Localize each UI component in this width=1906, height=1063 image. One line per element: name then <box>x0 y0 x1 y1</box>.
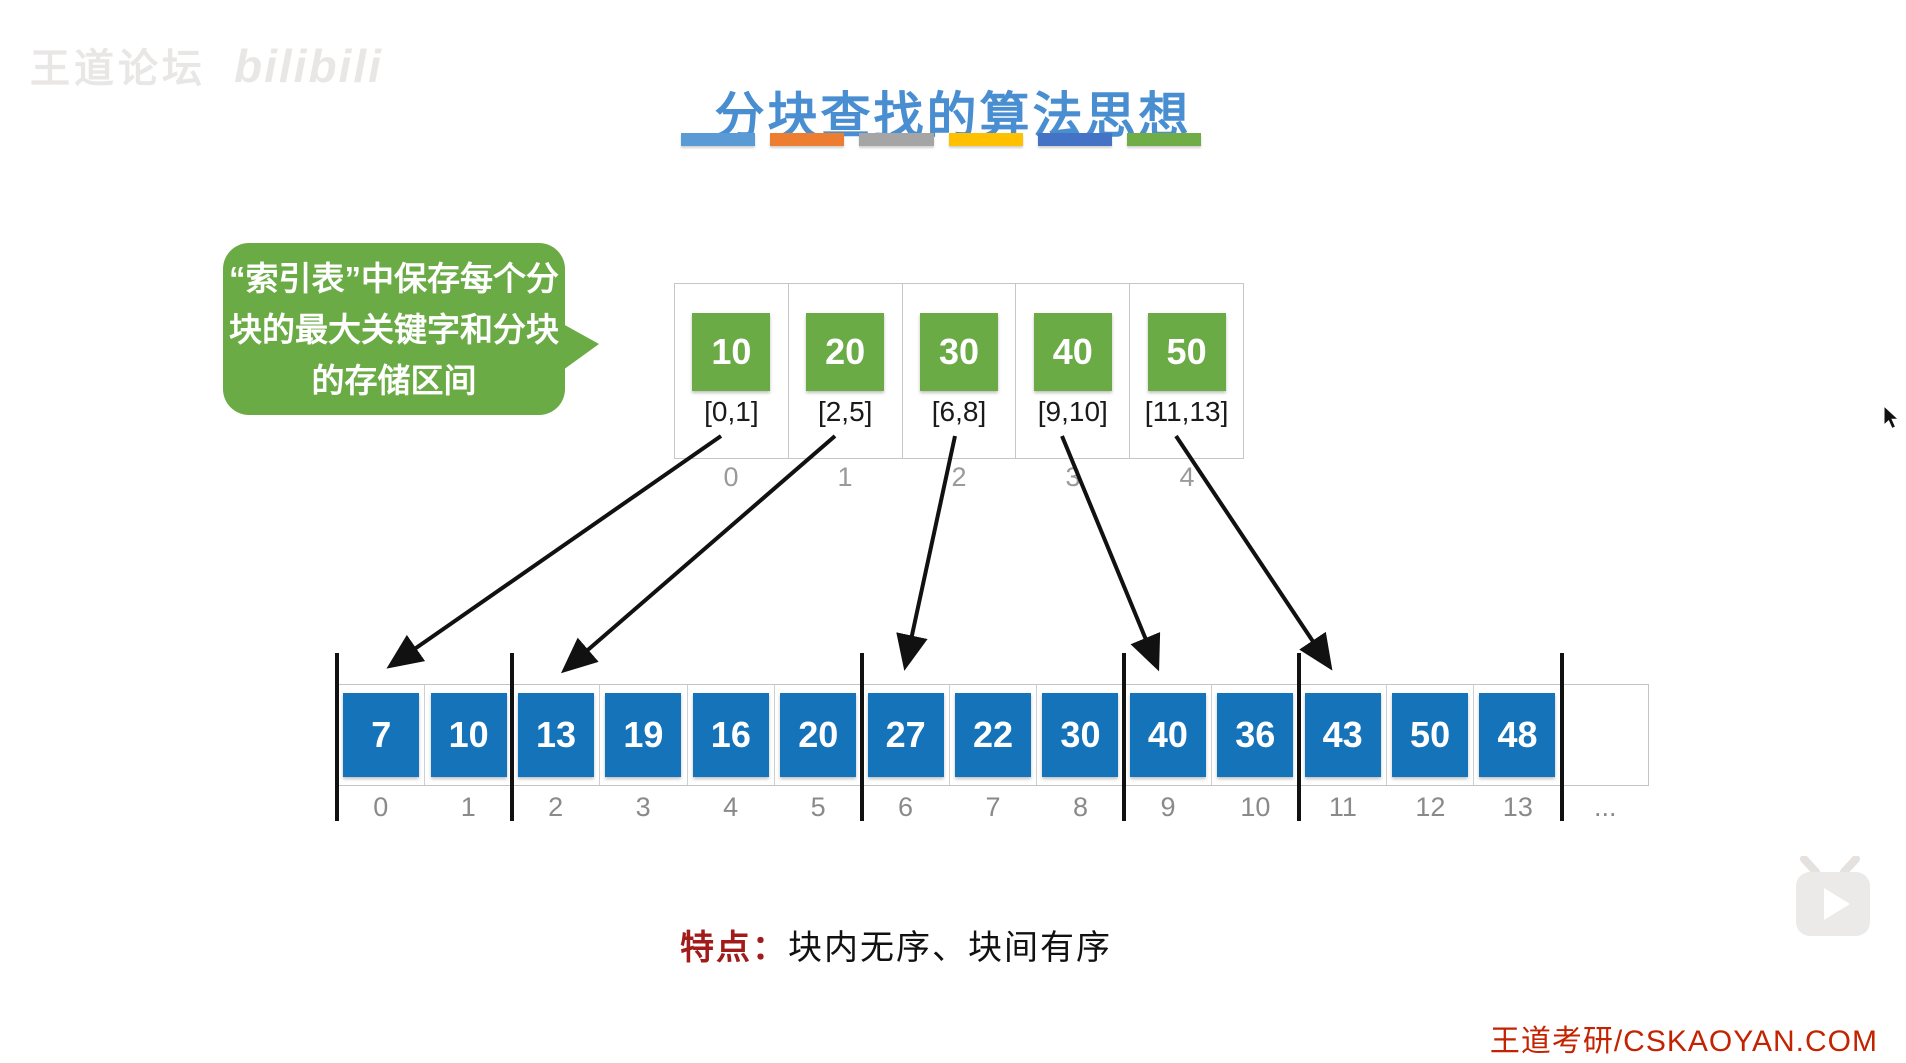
array-value-box: 19 <box>605 693 682 777</box>
array-cell: 48 <box>1474 685 1562 785</box>
index-table-range: [2,5] <box>817 396 873 427</box>
array-cell: 22 <box>950 685 1038 785</box>
array-value-box: 7 <box>343 693 420 777</box>
block-divider-line <box>509 653 514 821</box>
array-value-box: 36 <box>1217 693 1294 777</box>
array-index-label: 7 <box>985 792 1001 822</box>
array-cell: 10 <box>425 685 513 785</box>
index-table-range: [11,13] <box>1144 396 1229 427</box>
array-value-box: 40 <box>1129 693 1206 777</box>
array-cell: 16 <box>688 685 776 785</box>
feature-text: 块内无序、块间有序 <box>788 929 1112 967</box>
bilibili-tv-icon <box>1796 856 1870 936</box>
array-cell: 43 <box>1299 685 1387 785</box>
array-index-label: 5 <box>810 792 826 822</box>
array-value-box: 13 <box>518 693 595 777</box>
array-cell: 30 <box>1037 685 1125 785</box>
title-underline-bar <box>681 133 756 146</box>
index-table-cell: 40 [9,10] <box>1016 284 1131 458</box>
array-cell: 40 <box>1125 685 1213 785</box>
array-value-box: 16 <box>692 693 769 777</box>
title-underline-bar <box>859 133 934 146</box>
feature-label: 特点： <box>680 929 788 967</box>
index-table-max-key: 10 <box>692 313 771 391</box>
array-value-box: 27 <box>867 693 944 777</box>
arrow-index0-to-block <box>386 434 723 669</box>
array-value-box: 10 <box>430 693 507 777</box>
array-index-label: ... <box>1594 792 1617 822</box>
index-table-position-label: 1 <box>837 462 853 492</box>
block-divider-line <box>1297 653 1302 821</box>
title-underline-bar <box>770 133 845 146</box>
array-index-label: 4 <box>723 792 739 822</box>
array-cell-empty <box>1562 685 1648 785</box>
watermark: 王道论坛 bilibili <box>30 36 383 94</box>
array-cell: 50 <box>1387 685 1475 785</box>
array-index-label: 6 <box>898 792 914 822</box>
array-cell: 7 <box>338 685 426 785</box>
array-cell: 13 <box>513 685 601 785</box>
callout-text-line: “索引表”中保存每个分 <box>229 259 559 297</box>
array-cell: 27 <box>862 685 950 785</box>
index-table-position-label: 2 <box>951 462 967 492</box>
bilibili-logo: bilibili <box>234 40 383 92</box>
feature-note: 特点：块内无序、块间有序 <box>680 920 1112 969</box>
index-table-range: [9,10] <box>1037 396 1108 427</box>
array-value-box: 50 <box>1392 693 1469 777</box>
block-divider-line <box>335 653 339 821</box>
index-table-cell: 10 [0,1] <box>675 284 789 458</box>
index-table-max-key: 40 <box>1033 313 1112 391</box>
index-table-cell: 50 [11,13] <box>1130 284 1243 458</box>
array-cell: 20 <box>775 685 863 785</box>
title-underline-bar <box>1037 133 1112 146</box>
array-cell: 36 <box>1212 685 1300 785</box>
title-underline-bar <box>948 133 1023 146</box>
index-table-cell: 30 [6,8] <box>903 284 1017 458</box>
array-index-label: 12 <box>1415 792 1446 822</box>
footer-brand: 王道考研/CSKAOYAN.COM <box>1489 1025 1878 1058</box>
array-index-label: 2 <box>548 792 564 822</box>
callout-tail-pointer <box>563 324 599 370</box>
array-value-box: 30 <box>1042 693 1119 777</box>
title-underline-bar <box>1126 133 1202 146</box>
index-table-position-labels: 0 1 2 3 4 <box>674 462 1244 493</box>
array-index-label: 3 <box>635 792 651 822</box>
callout-text-line: 的存储区间 <box>311 361 477 399</box>
mouse-cursor-icon <box>1883 404 1900 430</box>
index-table-position-label: 0 <box>723 462 739 492</box>
index-table-max-key: 30 <box>919 313 998 391</box>
index-table-cell: 20 [2,5] <box>789 284 903 458</box>
array-value-box: 48 <box>1479 693 1556 777</box>
array-index-label: 0 <box>373 792 389 822</box>
index-table-max-key: 20 <box>806 313 885 391</box>
array-index-label: 8 <box>1072 792 1088 822</box>
array-cell: 19 <box>600 685 688 785</box>
index-table-position-label: 3 <box>1065 462 1081 492</box>
array-value-box: 43 <box>1304 693 1381 777</box>
index-table-range: [6,8] <box>931 396 987 427</box>
index-table-range: [0,1] <box>704 396 759 427</box>
array-index-label: 9 <box>1160 792 1176 822</box>
array-index-label: 13 <box>1502 792 1533 822</box>
title-underline-bars <box>681 133 1202 146</box>
watermark-site-name: 王道论坛 <box>30 47 206 91</box>
block-divider-line <box>1559 653 1564 821</box>
index-table-max-key: 50 <box>1147 313 1226 391</box>
index-table: 10 [0,1] 20 [2,5] 30 [6,8] 40 [9,10] 50 [11,13] <box>674 283 1244 459</box>
index-table-callout: “索引表”中保存每个分 块的最大关键字和分块 的存储区间 <box>223 243 565 415</box>
block-divider-line <box>859 653 864 821</box>
array-index-label: 1 <box>460 792 476 822</box>
array-index-label: 11 <box>1328 792 1357 822</box>
block-divider-line <box>1122 653 1127 821</box>
array-index-label: 10 <box>1240 792 1271 822</box>
callout-text-line: 块的最大关键字和分块 <box>229 310 559 348</box>
array-value-box: 22 <box>955 693 1032 777</box>
array-value-box: 20 <box>780 693 857 777</box>
index-table-position-label: 4 <box>1179 462 1195 492</box>
